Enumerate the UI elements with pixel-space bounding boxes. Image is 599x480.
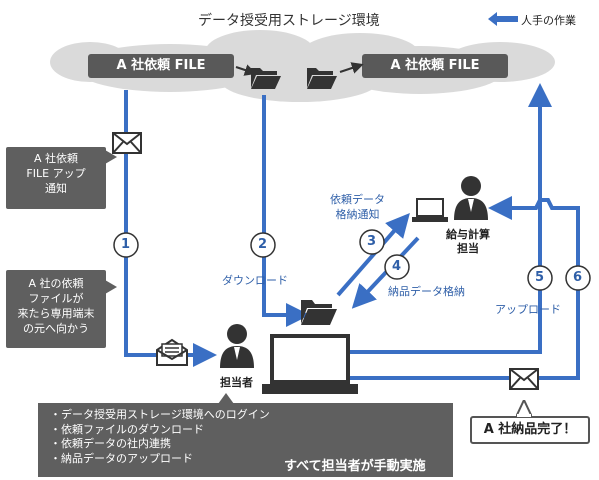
task-list-box: ・データ授受用ストレージ環境へのログイン ・依頼ファイルのダウンロード ・依頼デ…	[38, 403, 453, 477]
person-icon	[454, 176, 488, 220]
folder-icon	[251, 68, 281, 89]
note-upload-notify: A 社依頼 FILE アップ 通知	[6, 147, 106, 209]
box-pointer	[218, 393, 234, 404]
task-item: ・依頼ファイルのダウンロード	[50, 422, 204, 436]
person-icon	[220, 324, 254, 368]
laptop-icon	[262, 334, 358, 394]
label-request-notify: 依頼データ 格納通知	[330, 193, 385, 221]
diagram-title: データ授受用ストレージ環境	[198, 13, 380, 29]
laptop-icon	[412, 198, 448, 222]
delivery-complete-box: A 社納品完了！	[470, 416, 590, 444]
label-delivery-store: 納品データ格納	[388, 285, 465, 298]
legend-arrow-icon	[488, 12, 518, 26]
task-item: ・データ授受用ストレージ環境へのログイン	[50, 408, 270, 421]
staff-label: 担当者	[220, 376, 253, 389]
folder-icon	[307, 68, 337, 89]
mail-icon	[509, 368, 539, 390]
cloud-file-right: A 社依頼 FILE	[362, 54, 508, 78]
step-6: 6	[573, 270, 583, 285]
note-go-terminal: A 社の依頼 ファイルが 来たら専用端末 の元へ向かう	[6, 270, 106, 348]
open-mail-icon	[156, 338, 188, 366]
box-pointer	[516, 400, 532, 417]
task-item: ・依頼データの社内連携	[50, 437, 171, 450]
step-4: 4	[392, 259, 402, 274]
step-3: 3	[367, 234, 377, 249]
legend-label: 人手の作業	[521, 14, 576, 27]
label-upload: アップロード	[495, 303, 561, 316]
payroll-staff-label: 給与計算 担当	[446, 228, 490, 255]
step-2: 2	[258, 237, 268, 252]
task-note: すべて担当者が手動実施	[284, 459, 426, 474]
task-item: ・納品データのアップロード	[50, 451, 193, 465]
folder-icon	[301, 300, 337, 325]
step-1: 1	[121, 237, 131, 252]
label-download: ダウンロード	[222, 274, 288, 287]
note-pointer	[105, 280, 117, 294]
step-5: 5	[535, 270, 545, 285]
cloud-file-left: A 社依頼 FILE	[88, 54, 234, 78]
mail-icon	[112, 132, 142, 154]
note-pointer	[105, 150, 117, 164]
